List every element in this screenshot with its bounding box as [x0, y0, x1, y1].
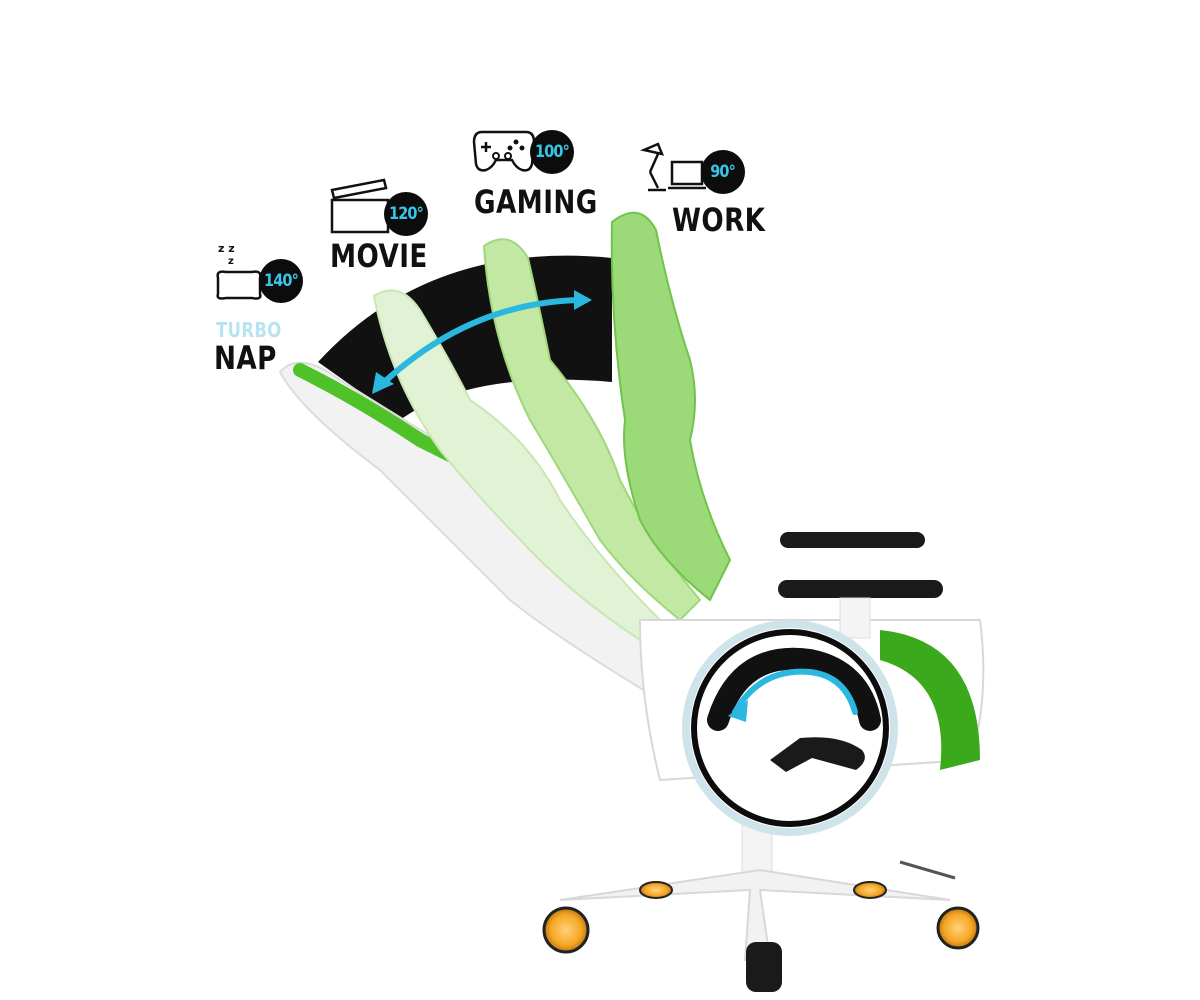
backrest-90 [610, 211, 732, 602]
armrest-bottom [778, 580, 943, 598]
caster-wheel [936, 906, 980, 950]
mode-label-nap: NAP [214, 339, 277, 377]
recline-arrow [375, 297, 589, 391]
recline-lever [770, 737, 865, 772]
armrest-top [780, 532, 925, 548]
sleep-pillow-icon: z z z [216, 242, 262, 300]
desk-lamp-laptop-icon [640, 142, 706, 192]
caster-wheel [853, 881, 887, 899]
clapperboard-icon [330, 178, 390, 234]
mode-label-movie: MOVIE [330, 237, 428, 275]
angle-badge-work: 90° [701, 150, 745, 194]
mode-label-gaming: GAMING [474, 183, 598, 221]
svg-text:z z: z z [218, 242, 235, 255]
backrest-120 [372, 289, 662, 642]
caster-wheel [639, 881, 673, 899]
gamepad-icon [472, 130, 536, 172]
angle-badge-movie: 120° [384, 192, 428, 236]
svg-text:z: z [228, 256, 234, 267]
caster-wheel [746, 942, 782, 992]
mode-label-work: WORK [672, 201, 766, 239]
angle-badge-nap: 140° [259, 259, 303, 303]
caster-wheel [542, 906, 590, 954]
angle-badge-gaming: 100° [530, 130, 574, 174]
mode-label-turbo: TURBO [216, 318, 282, 342]
